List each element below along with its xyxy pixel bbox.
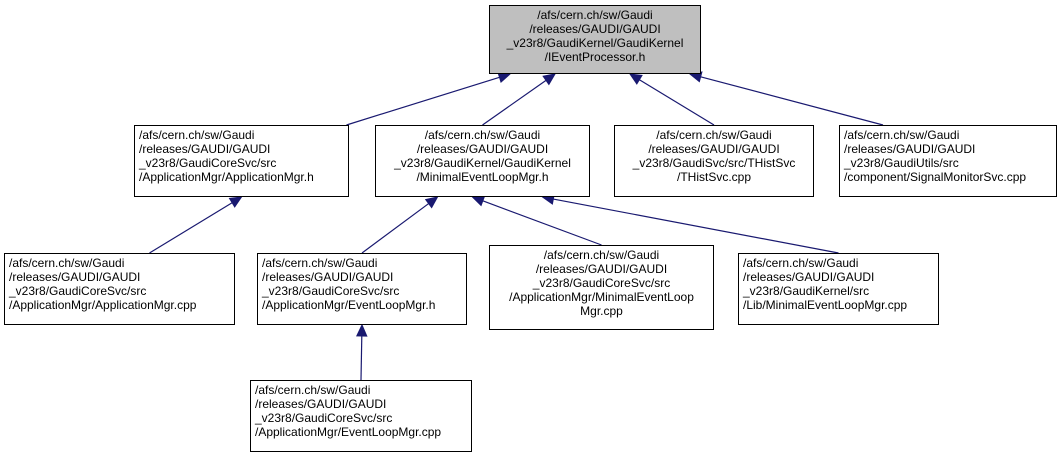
edge-min_loop_app_cpp-to-min_loop_h [482, 200, 602, 246]
node-label-line: /afs/cern.ch/sw/Gaudi [9, 256, 125, 270]
node-label-line: _v23r8/GaudiKernel/GaudiKernel [394, 156, 571, 170]
edge-thist_cpp-to-root [639, 79, 715, 126]
node-label-line: /releases/GAUDI/GAUDI [139, 142, 271, 156]
node-label-line: /releases/GAUDI/GAUDI [535, 262, 668, 276]
edge-app_mgr_h-to-root [346, 76, 500, 126]
node-label-line: /IEventProcessor.h [544, 50, 646, 64]
edge-app_mgr_cpp-to-app_mgr_h [149, 202, 233, 254]
node-label-line: /afs/cern.ch/sw/Gaudi [844, 128, 960, 142]
node-label-line: /afs/cern.ch/sw/Gaudi [543, 248, 660, 262]
node-eventloopmgr-cpp[interactable]: /afs/cern.ch/sw/Gaudi/releases/GAUDI/GAU… [250, 380, 472, 452]
node-label-line: /releases/GAUDI/GAUDI [9, 270, 141, 284]
node-label-line: /ApplicationMgr/EventLoopMgr.h [262, 298, 436, 312]
arrowhead-min_loop_app_cpp-to-min_loop_h [471, 195, 486, 207]
edge-min_loop_lib_cpp-to-min_loop_h [553, 198, 839, 254]
arrowhead-thist_cpp-to-root [628, 73, 643, 85]
node-label-line: _v23r8/GaudiCoreSvc/src [255, 411, 393, 425]
node-label-line: /MinimalEventLoopMgr.h [416, 170, 549, 184]
node-label-line: /releases/GAUDI/GAUDI [262, 270, 394, 284]
node-label-line: _v23r8/GaudiUtils/src [844, 156, 959, 170]
node-label-line: /afs/cern.ch/sw/Gaudi [139, 128, 255, 142]
node-signalmonitorsvc-cpp[interactable]: /afs/cern.ch/sw/Gaudi/releases/GAUDI/GAU… [839, 125, 1057, 197]
node-label-line: /component/SignalMonitorSvc.cpp [844, 170, 1027, 184]
node-label-line: /afs/cern.ch/sw/Gaudi [255, 383, 371, 397]
arrowhead-loop_mgr_h-to-min_loop_h [424, 196, 439, 209]
node-ieventprocessor-h: /afs/cern.ch/sw/Gaudi/releases/GAUDI/GAU… [489, 5, 701, 74]
node-label-line: _v23r8/GaudiCoreSvc/src [262, 284, 400, 298]
node-label-line: /ApplicationMgr/MinimalEventLoop [509, 290, 694, 304]
node-label-line: Mgr.cpp [580, 304, 623, 318]
node-label-line: _v23r8/GaudiCoreSvc/src [9, 284, 147, 298]
node-label-line: /releases/GAUDI/GAUDI [743, 270, 875, 284]
node-label-line: /afs/cern.ch/sw/Gaudi [424, 128, 541, 142]
node-label-line: /releases/GAUDI/GAUDI [844, 142, 976, 156]
edge-min_loop_h-to-root [482, 79, 547, 126]
node-label-line: /releases/GAUDI/GAUDI [529, 22, 661, 36]
node-label-line: /afs/cern.ch/sw/Gaudi [537, 8, 653, 22]
node-label-line: /ApplicationMgr/ApplicationMgr.cpp [9, 298, 197, 312]
node-label-line: /afs/cern.ch/sw/Gaudi [656, 128, 772, 142]
arrowhead-app_mgr_cpp-to-app_mgr_h [228, 196, 243, 208]
node-label-line: /afs/cern.ch/sw/Gaudi [262, 256, 378, 270]
node-label-line: /ApplicationMgr/EventLoopMgr.cpp [255, 425, 442, 439]
node-label-line: _v23r8/GaudiKernel/GaudiKernel [506, 36, 684, 50]
edge-sigmon_cpp-to-root [700, 76, 884, 126]
node-label-line: /releases/GAUDI/GAUDI [648, 142, 780, 156]
node-minimaleventloopmgr-app-cpp[interactable]: /afs/cern.ch/sw/Gaudi/releases/GAUDI/GAU… [489, 245, 714, 330]
node-applicationmgr-cpp[interactable]: /afs/cern.ch/sw/Gaudi/releases/GAUDI/GAU… [4, 253, 235, 325]
node-label-line: _v23r8/GaudiSvc/src/THistSvc [632, 156, 796, 170]
node-label-line: /ApplicationMgr/ApplicationMgr.h [139, 170, 314, 184]
node-label-line: _v23r8/GaudiKernel/src [743, 284, 870, 298]
node-label-line: _v23r8/GaudiCoreSvc/src [139, 156, 277, 170]
node-applicationmgr-h[interactable]: /afs/cern.ch/sw/Gaudi/releases/GAUDI/GAU… [134, 125, 349, 197]
arrowhead-min_loop_h-to-root [542, 73, 556, 86]
node-label-line: /afs/cern.ch/sw/Gaudi [743, 256, 859, 270]
node-thistsvc-cpp[interactable]: /afs/cern.ch/sw/Gaudi/releases/GAUDI/GAU… [614, 125, 814, 197]
edge-loop_mgr_cpp-to-loop_mgr_h [360, 335, 363, 381]
node-label-line: _v23r8/GaudiCoreSvc/src [532, 276, 671, 290]
edge-loop_mgr_h-to-min_loop_h [361, 203, 430, 254]
node-minimaleventloopmgr-lib-cpp[interactable]: /afs/cern.ch/sw/Gaudi/releases/GAUDI/GAU… [738, 253, 939, 325]
node-label-line: /releases/GAUDI/GAUDI [255, 397, 387, 411]
node-label-line: /releases/GAUDI/GAUDI [416, 142, 549, 156]
node-eventloopmgr-h[interactable]: /afs/cern.ch/sw/Gaudi/releases/GAUDI/GAU… [257, 253, 467, 325]
node-minimaleventloopmgr-h[interactable]: /afs/cern.ch/sw/Gaudi/releases/GAUDI/GAU… [375, 125, 590, 197]
arrowhead-loop_mgr_cpp-to-loop_mgr_h [356, 323, 368, 337]
node-label-line: /THistSvc.cpp [676, 170, 751, 184]
node-label-line: /Lib/MinimalEventLoopMgr.cpp [743, 298, 908, 312]
